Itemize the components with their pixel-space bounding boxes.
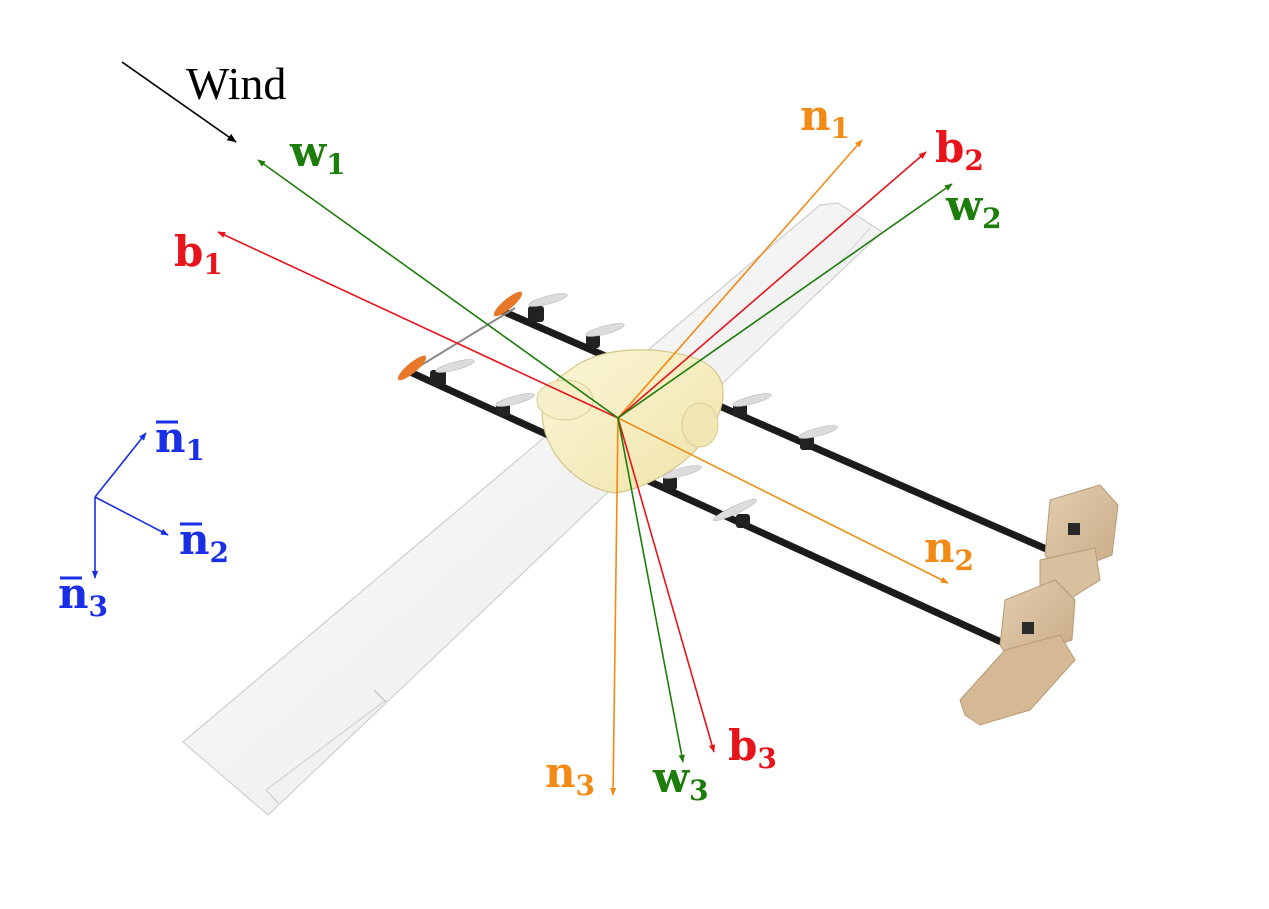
w1-label: w1 [289, 127, 346, 181]
b1-arrow [217, 231, 619, 419]
n1-label: n1 [800, 91, 850, 145]
tail-fins [959, 484, 1119, 726]
rotor-rear-bottom-2 [712, 498, 758, 528]
rotor-mid-bottom [495, 393, 535, 416]
nb3-label-group: n3 [58, 569, 108, 623]
w2-arrow [617, 183, 953, 419]
b1-label: b1 [174, 227, 223, 281]
wind-label: Wind [186, 58, 286, 109]
rotor-rear-top-2 [798, 425, 838, 450]
nb1-label-group: n1 [155, 413, 205, 467]
n3-label: n3 [545, 748, 595, 802]
nb2-label-group: n2 [179, 515, 229, 569]
nb2-arrow [94, 496, 169, 536]
rotor-front-left-bottom [397, 355, 475, 386]
nb3-label: n3 [58, 569, 108, 623]
rotor-mid-top [585, 323, 625, 348]
w2-label: w2 [945, 181, 1002, 235]
n2-label: n2 [924, 523, 974, 577]
w3-arrow [617, 417, 685, 763]
wing [182, 202, 883, 816]
b3-label: b3 [728, 721, 777, 775]
nb1-arrow [94, 432, 147, 498]
wind-arrow [121, 61, 237, 143]
labels: Wind n1 n2 n3 b1 b2 b3 w1 w2 w3 n1 n2 n3 [58, 58, 1002, 807]
fuselage [536, 349, 724, 494]
n2-arrow [617, 417, 949, 584]
w3-label: w3 [652, 753, 709, 807]
nb2-label: n2 [179, 515, 229, 569]
w1-arrow [257, 159, 619, 419]
rotor-front-left-top [493, 291, 568, 322]
n3-arrow [609, 417, 619, 796]
aircraft-illustration [182, 202, 1119, 816]
n1-arrow [617, 139, 863, 419]
b2-arrow [617, 151, 927, 419]
vectors [91, 61, 953, 796]
nb1-label: n1 [155, 413, 205, 467]
rotor-rear-bottom-1 [662, 465, 702, 490]
b2-label: b2 [935, 123, 984, 177]
rotor-rear-top-1 [732, 393, 772, 417]
rotors [397, 291, 838, 528]
b3-arrow [617, 417, 716, 753]
